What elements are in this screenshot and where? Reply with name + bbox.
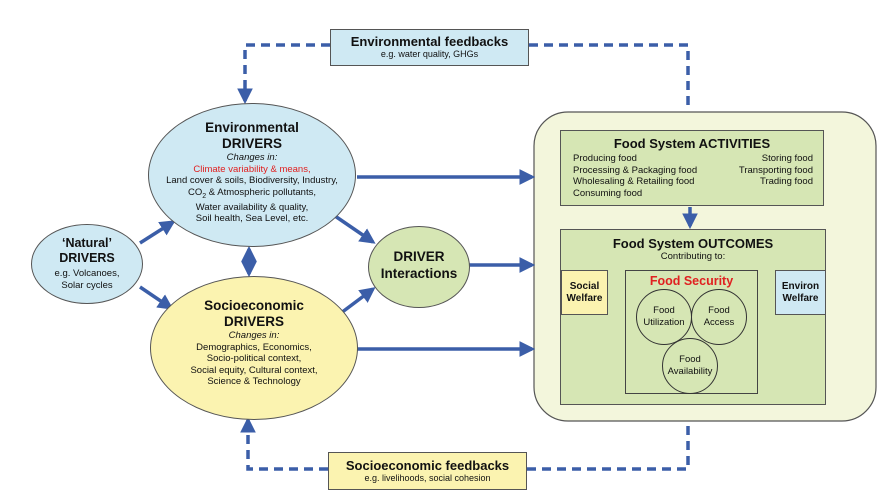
- environmental-drivers-climate: Climate variability & means,: [193, 163, 311, 175]
- natural-drivers-ellipse: ‘Natural’ DRIVERS e.g. Volcanoes, Solar …: [31, 224, 143, 304]
- food-security-title: Food Security: [649, 274, 734, 288]
- food-availability-line-2: Availability: [667, 366, 713, 377]
- natural-drivers-title-1: ‘Natural’: [61, 236, 112, 250]
- activity-item: Processing & Packaging food: [573, 164, 698, 176]
- socioeconomic-drivers-changes-in: Changes in:: [228, 330, 280, 341]
- activities-right-list: Storing food Transporting food Trading f…: [739, 153, 813, 188]
- activity-item: Producing food: [573, 153, 637, 164]
- socioeconomic-drivers-title-1: Socioeconomic: [204, 298, 304, 313]
- social-welfare-line-1: Social: [569, 281, 600, 292]
- food-system-activities-box: Food System ACTIVITIES Producing food Pr…: [560, 130, 824, 206]
- activity-item: Consuming food: [573, 187, 643, 199]
- environmental-drivers-changes-in: Changes in:: [226, 152, 278, 163]
- natural-drivers-title-2: DRIVERS: [59, 251, 115, 265]
- activity-item: Transporting food: [738, 164, 813, 176]
- driver-interactions-line-2: Interactions: [380, 266, 458, 281]
- outcomes-subtitle: Contributing to:: [660, 251, 726, 262]
- natural-drivers-text-1: e.g. Volcanoes,: [54, 268, 120, 279]
- environmental-feedbacks-subtitle: e.g. water quality, GHGs: [380, 49, 479, 59]
- environ-welfare-box: Environ Welfare: [775, 270, 826, 315]
- driver-interactions-ellipse: DRIVER Interactions: [368, 226, 470, 308]
- co2-rest: & Atmospheric pollutants,: [206, 186, 316, 198]
- socioeconomic-feedbacks-subtitle: e.g. livelihoods, social cohesion: [364, 473, 491, 483]
- driver-interactions-line-1: DRIVER: [393, 249, 445, 264]
- natural-to-socio-arrow: [139, 285, 174, 310]
- env-to-interactions-arrow: [334, 214, 376, 244]
- food-utilization-line-1: Food: [653, 305, 675, 316]
- activity-item: Wholesaling & Retailing food: [573, 176, 695, 187]
- co2-subscript: 2: [202, 192, 207, 200]
- environmental-drivers-line-4: Soil health, Sea Level, etc.: [195, 213, 309, 225]
- socio-to-interactions-arrow: [339, 287, 376, 315]
- socioeconomic-drivers-title-2: DRIVERS: [223, 314, 284, 329]
- environmental-drivers-title-1: Environmental: [205, 120, 299, 135]
- socioeconomic-feedbacks-title: Socioeconomic feedbacks: [345, 458, 510, 473]
- socioeconomic-drivers-line-1: Demographics, Economics,: [196, 341, 312, 353]
- activity-item: Storing food: [761, 153, 813, 164]
- environmental-feedbacks-title: Environmental feedbacks: [350, 34, 509, 49]
- socioeconomic-feedbacks-box: Socioeconomic feedbacks e.g. livelihoods…: [328, 452, 527, 490]
- natural-to-env-arrow: [139, 220, 176, 245]
- food-access-circle: Food Access: [691, 289, 747, 345]
- food-availability-circle: Food Availability: [662, 338, 718, 394]
- environmental-feedbacks-box: Environmental feedbacks e.g. water quali…: [330, 29, 529, 66]
- socioeconomic-drivers-line-2: Socio-political context,: [206, 353, 302, 364]
- socioeconomic-drivers-ellipse: Socioeconomic DRIVERS Changes in: Demogr…: [150, 276, 358, 420]
- food-access-line-1: Food: [708, 305, 730, 316]
- food-availability-line-1: Food: [679, 354, 701, 365]
- environmental-drivers-title-2: DRIVERS: [221, 136, 282, 151]
- socioeconomic-drivers-line-3: Social equity, Cultural context,: [190, 364, 318, 376]
- social-welfare-box: Social Welfare: [561, 270, 608, 315]
- activity-item: Trading food: [760, 176, 813, 187]
- food-utilization-circle: Food Utilization: [636, 289, 692, 345]
- environmental-drivers-co2-line: CO2 & Atmospheric pollutants,: [149, 187, 355, 202]
- outcomes-title: Food System OUTCOMES: [612, 236, 774, 251]
- environmental-drivers-ellipse: Environmental DRIVERS Changes in: Climat…: [148, 103, 356, 247]
- environ-welfare-line-1: Environ: [781, 281, 820, 292]
- env-feedback-line-right: [529, 43, 690, 110]
- social-welfare-line-2: Welfare: [566, 293, 603, 304]
- environmental-drivers-line-1: Land cover & soils, Biodiversity, Indust…: [166, 175, 338, 186]
- activities-left-list: Producing food Processing & Packaging fo…: [573, 153, 697, 199]
- natural-drivers-text-2: Solar cycles: [61, 279, 113, 291]
- food-utilization-line-2: Utilization: [643, 317, 685, 328]
- activities-title: Food System ACTIVITIES: [613, 136, 771, 151]
- socio-feedback-line-right: [527, 421, 690, 471]
- co2-prefix: CO: [188, 186, 203, 198]
- food-access-line-2: Access: [703, 317, 735, 328]
- environ-welfare-line-2: Welfare: [782, 293, 819, 304]
- socioeconomic-drivers-line-4: Science & Technology: [207, 376, 301, 387]
- env-feedback-line: [237, 43, 330, 105]
- environmental-drivers-line-3: Water availability & quality,: [195, 201, 309, 213]
- socio-feedback-line: [240, 416, 328, 471]
